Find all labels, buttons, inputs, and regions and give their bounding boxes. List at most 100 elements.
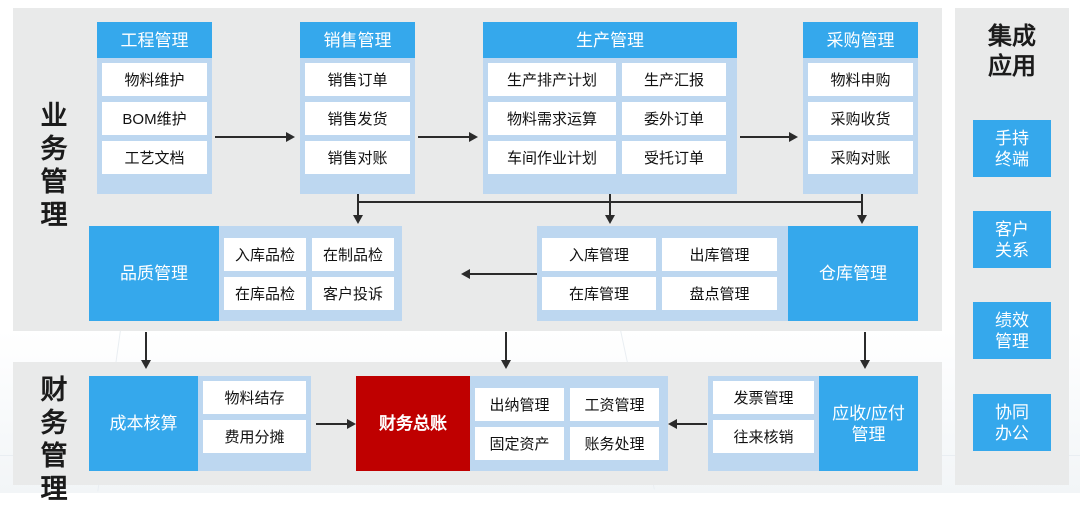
connector-sales-down-arrow <box>353 215 363 224</box>
module-quality-title: 品质管理 <box>89 226 219 321</box>
connector-engineering-to-sales-arrow <box>286 132 295 142</box>
module-purchasing-title: 采购管理 <box>803 22 918 58</box>
connector-cost-to-ledger-line <box>316 423 348 425</box>
module-ledger[interactable]: 财务总账 出纳管理 工资管理 固定资产 账务处理 <box>356 376 668 471</box>
integrated-apps-title-line-1: 应用 <box>988 53 1036 80</box>
module-warehouse-item-3[interactable]: 盘点管理 <box>662 276 777 310</box>
module-warehouse[interactable]: 入库管理 出库管理 在库管理 盘点管理 仓库管理 <box>537 226 918 321</box>
connector-purchasing-down-line <box>861 194 863 217</box>
app-button-customer-relations-line-1: 关系 <box>995 240 1029 260</box>
module-cost-title: 成本核算 <box>89 376 198 471</box>
module-production-item-4[interactable]: 车间作业计划 <box>488 141 616 174</box>
module-receivable-item-1[interactable]: 往来核销 <box>713 420 814 453</box>
section-label-business: 业 务 管 理 <box>32 100 76 232</box>
module-sales-item-2[interactable]: 销售对账 <box>305 141 410 174</box>
module-receivable-title: 应收/应付 管理 <box>819 376 918 471</box>
module-ledger-item-0[interactable]: 出纳管理 <box>475 387 564 421</box>
connector-engineering-to-sales-line <box>215 136 287 138</box>
connector-warehouse-down-line <box>505 332 507 362</box>
integrated-apps-title: 集成 应用 <box>963 22 1061 82</box>
module-sales[interactable]: 销售管理 销售订单 销售发货 销售对账 <box>300 22 415 194</box>
app-button-performance-management-line-0: 绩效 <box>995 310 1029 330</box>
app-button-handheld-terminal-line-1: 终端 <box>995 149 1029 169</box>
module-purchasing-item-2[interactable]: 采购对账 <box>808 141 913 174</box>
module-production-item-1[interactable]: 生产汇报 <box>622 63 726 96</box>
module-production-title: 生产管理 <box>483 22 737 58</box>
module-ledger-item-2[interactable]: 固定资产 <box>475 426 564 460</box>
module-production-item-0[interactable]: 生产排产计划 <box>488 63 616 96</box>
connector-production-down-arrow <box>605 215 615 224</box>
connector-warehouse-down-arrow <box>501 360 511 369</box>
section-label-finance: 财 务 管 理 <box>32 374 76 506</box>
section-label-business-char-3: 理 <box>40 200 68 230</box>
module-quality-item-2[interactable]: 在库品检 <box>224 276 306 310</box>
connector-quality-down-arrow <box>141 360 151 369</box>
section-label-finance-char-0: 财 <box>40 375 68 405</box>
integrated-apps-title-line-0: 集成 <box>988 23 1036 50</box>
app-button-customer-relations-line-0: 客户 <box>995 219 1029 239</box>
module-engineering[interactable]: 工程管理 物料维护 BOM维护 工艺文档 <box>97 22 212 194</box>
module-engineering-item-1[interactable]: BOM维护 <box>102 102 207 135</box>
app-button-performance-management[interactable]: 绩效 管理 <box>973 302 1051 359</box>
module-engineering-item-2[interactable]: 工艺文档 <box>102 141 207 174</box>
module-warehouse-item-2[interactable]: 在库管理 <box>542 276 656 310</box>
module-ledger-title: 财务总账 <box>356 376 470 471</box>
module-warehouse-item-1[interactable]: 出库管理 <box>662 237 777 271</box>
module-purchasing-item-1[interactable]: 采购收货 <box>808 102 913 135</box>
app-button-collaborative-office[interactable]: 协同 办公 <box>973 394 1051 451</box>
module-engineering-title: 工程管理 <box>97 22 212 58</box>
connector-purchasing-down-arrow <box>857 215 867 224</box>
module-receivable-title-line-0: 应收/应付 <box>832 403 905 423</box>
app-button-collaborative-office-line-0: 协同 <box>995 402 1029 422</box>
connector-sales-to-production-line <box>418 136 470 138</box>
module-ledger-item-3[interactable]: 账务处理 <box>570 426 659 460</box>
module-receivable-item-0[interactable]: 发票管理 <box>713 381 814 414</box>
connector-quality-down-line <box>145 332 147 362</box>
module-receivable-title-line-1: 管理 <box>851 424 886 444</box>
module-quality-item-0[interactable]: 入库品检 <box>224 237 306 271</box>
module-purchasing-item-0[interactable]: 物料申购 <box>808 63 913 96</box>
section-label-business-char-0: 业 <box>40 101 68 131</box>
connector-sales-to-production-arrow <box>469 132 478 142</box>
module-quality[interactable]: 品质管理 入库品检 在制品检 在库品检 客户投诉 <box>89 226 402 321</box>
module-warehouse-title: 仓库管理 <box>788 226 918 321</box>
connector-receivable-to-ledger-line <box>677 423 707 425</box>
module-cost[interactable]: 成本核算 物料结存 费用分摊 <box>89 376 311 471</box>
connector-production-to-purchasing-arrow <box>789 132 798 142</box>
module-cost-item-0[interactable]: 物料结存 <box>203 381 306 414</box>
module-sales-item-1[interactable]: 销售发货 <box>305 102 410 135</box>
module-purchasing[interactable]: 采购管理 物料申购 采购收货 采购对账 <box>803 22 918 194</box>
connector-production-down-line <box>609 194 611 217</box>
module-quality-item-3[interactable]: 客户投诉 <box>312 276 394 310</box>
module-production-item-3[interactable]: 委外订单 <box>622 102 726 135</box>
connector-warehouse-to-quality-arrow <box>461 269 470 279</box>
module-production[interactable]: 生产管理 生产排产计划 生产汇报 物料需求运算 委外订单 车间作业计划 受托订单 <box>483 22 737 194</box>
module-production-item-2[interactable]: 物料需求运算 <box>488 102 616 135</box>
connector-sales-down-line <box>357 201 359 217</box>
connector-cost-to-ledger-arrow <box>347 419 356 429</box>
module-ledger-item-1[interactable]: 工资管理 <box>570 387 659 421</box>
connector-receivable-to-ledger-arrow <box>668 419 677 429</box>
section-label-finance-char-1: 务 <box>40 408 68 438</box>
module-receivable[interactable]: 发票管理 往来核销 应收/应付 管理 <box>708 376 918 471</box>
section-label-business-char-1: 务 <box>40 134 68 164</box>
module-quality-item-1[interactable]: 在制品检 <box>312 237 394 271</box>
connector-receivable-down-arrow <box>860 360 870 369</box>
app-button-performance-management-line-1: 管理 <box>995 331 1029 351</box>
connector-receivable-down-line <box>864 332 866 362</box>
module-cost-item-1[interactable]: 费用分摊 <box>203 420 306 453</box>
section-label-finance-char-2: 管 <box>40 441 68 471</box>
app-button-collaborative-office-line-1: 办公 <box>995 423 1029 443</box>
module-engineering-item-0[interactable]: 物料维护 <box>102 63 207 96</box>
app-button-customer-relations[interactable]: 客户 关系 <box>973 211 1051 268</box>
section-label-finance-char-3: 理 <box>40 474 68 504</box>
connector-production-to-purchasing-line <box>740 136 790 138</box>
connector-warehouse-to-quality-line <box>470 273 537 275</box>
module-production-item-5[interactable]: 受托订单 <box>622 141 726 174</box>
module-warehouse-item-0[interactable]: 入库管理 <box>542 237 656 271</box>
app-button-handheld-terminal[interactable]: 手持 终端 <box>973 120 1051 177</box>
module-sales-item-0[interactable]: 销售订单 <box>305 63 410 96</box>
module-sales-title: 销售管理 <box>300 22 415 58</box>
section-label-business-char-2: 管 <box>40 167 68 197</box>
app-button-handheld-terminal-line-0: 手持 <box>995 128 1029 148</box>
